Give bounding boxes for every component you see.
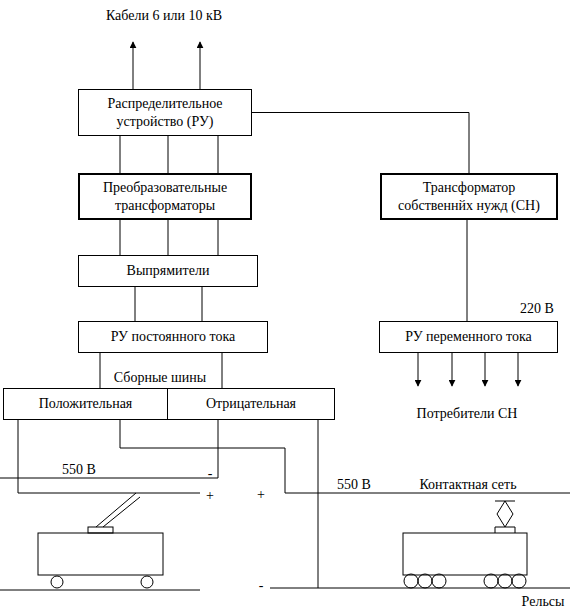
rail-line [270, 588, 570, 589]
polarity-sign: - [259, 578, 264, 593]
wheel [141, 576, 153, 588]
positive-feeder [18, 420, 200, 493]
dc-switchgear-box: РУ постоянного тока [78, 321, 268, 353]
wheel [51, 576, 63, 588]
rectifier-box: Выпрямители [78, 255, 258, 287]
wheel [484, 574, 498, 588]
aux-transformer-box: Трансформатор собственнйх нужд (СН) [380, 173, 558, 220]
switchgear-box: Распределительное устройство (РУ) [78, 89, 252, 136]
trolley-pole [96, 493, 136, 527]
bus-label: Сборные шины [112, 370, 208, 385]
bus-box: Положительная [3, 388, 168, 420]
trolleybus-body [38, 533, 163, 575]
connector [120, 136, 218, 173]
box-text: Положительная [39, 395, 133, 413]
cable-label: Кабели 6 или 10 кВ [106, 8, 222, 23]
cable-arrow [200, 42, 201, 89]
consumer-arrow [518, 353, 519, 386]
trolley-pole [103, 497, 140, 527]
contact-wire [285, 493, 570, 494]
trolleybus-roof-base [88, 527, 113, 533]
wheel [418, 574, 432, 588]
wheel [498, 574, 512, 588]
consumer-arrow [485, 353, 486, 386]
bus-box: Отрицательная [167, 388, 335, 420]
consumer-arrow [418, 353, 419, 386]
negative-feeder [0, 420, 218, 478]
box-text: Преобразовательные трансформаторы [86, 179, 244, 214]
wheel [404, 574, 418, 588]
connector [222, 353, 223, 388]
rails-label: Рельсы [522, 594, 565, 609]
ac-switchgear-box: РУ переменного тока [379, 321, 558, 353]
connector [252, 113, 469, 174]
cable-arrow [133, 42, 134, 89]
pantograph [497, 501, 513, 527]
box-text: Отрицательная [206, 395, 296, 413]
box-text: Распределительное устройство (РУ) [85, 95, 245, 130]
wheel [512, 574, 526, 588]
polarity-sign: + [257, 487, 265, 502]
transformer-box: Преобразовательные трансформаторы [78, 173, 252, 220]
wheel [432, 574, 446, 588]
voltage-label: 550 В [62, 462, 96, 477]
pantograph-shoe [495, 501, 515, 502]
box-text: РУ переменного тока [405, 328, 531, 346]
tram-body [403, 533, 527, 575]
box-text: Выпрямители [127, 262, 210, 280]
box-text: РУ постоянного тока [111, 328, 236, 346]
voltage-label: 220 В [520, 301, 554, 316]
polarity-sign: - [208, 466, 213, 481]
rail-feeder [318, 420, 319, 588]
connector [135, 287, 202, 321]
feeder-wire [120, 420, 285, 493]
connector [120, 220, 218, 255]
connector [100, 353, 101, 388]
road-line [0, 590, 200, 591]
consumer-label: Потребители СН [417, 406, 518, 421]
polarity-sign: + [206, 488, 214, 503]
box-text: Трансформатор собственнйх нужд (СН) [388, 179, 550, 214]
network-label: Контактная сеть [419, 477, 516, 492]
consumer-arrow [452, 353, 453, 386]
voltage-label: 550 В [337, 477, 371, 492]
connector [467, 220, 468, 321]
